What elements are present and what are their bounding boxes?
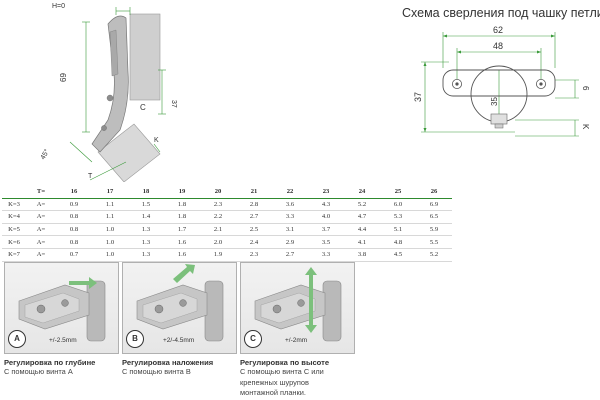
adjustment-photo-overlay: B +2/-4.5mm [122,262,237,354]
badge-c: C [244,330,262,348]
label-k: K [154,137,159,144]
drill-scheme-title: Схема сверления под чашку петли [402,6,600,20]
column-header: 25 [380,186,416,199]
screw-icon [154,304,164,314]
column-header: 23 [308,186,344,199]
hinge-side-view-drawing: H=0 69 C 37 45° T K [39,3,177,182]
label-c: C [140,103,146,112]
dim-height: 37 [413,92,423,102]
label-t: T [88,173,93,180]
column-header: 17 [92,186,128,199]
caption-height: Регулировка по высоте С помощью винта C … [240,358,329,399]
label-angle: 45° [39,148,51,161]
label-depth: 37 [170,100,177,108]
side-panel [129,13,161,101]
column-header: 20 [200,186,236,199]
range-label: +/-2.5mm [49,337,77,344]
dim-inner: 48 [493,41,503,51]
screw-icon [106,94,114,102]
adjust-arrow-icon [69,277,97,289]
door-panel [97,123,161,182]
caption-overlay: Регулировка наложения С помощью винта B [122,358,213,378]
screw-icon [272,304,282,314]
dim-total: 62 [493,25,503,35]
adjustment-photo-height: C +/-2mm [240,262,355,354]
adjustment-photo-depth: A +/-2.5mm [4,262,119,354]
screw-icon [101,125,107,131]
adjust-arrow-icon [305,267,317,333]
caption-title: Регулировка по глубине [4,358,96,367]
mounting-plate [442,69,556,97]
caption-line: С помощью винта C или [240,367,324,376]
screw-icon [36,304,46,314]
label-h: H=0 [52,3,65,10]
column-header: 22 [272,186,308,199]
label-height: 69 [59,73,68,82]
caption-title: Регулировка по высоте [240,358,330,367]
column-header: 21 [236,186,272,199]
screw-icon [179,299,187,307]
caption-depth: Регулировка по глубине С помощью винта A [4,358,95,378]
column-header: 24 [344,186,380,199]
range-label: +/-2mm [285,337,308,344]
caption-line: монтажной планки. [240,388,306,397]
column-header: 19 [164,186,200,199]
column-header: 16 [56,186,92,199]
screw-icon [61,299,69,307]
caption-line: С помощью винта A [4,367,73,376]
hinge-arm [91,15,129,153]
dim-center: 35 [490,97,499,106]
range-label: +2/-4.5mm [163,337,195,344]
dim-k: K [581,124,590,130]
column-header: 18 [128,186,164,199]
screw-icon [297,299,305,307]
header-label: T= [26,186,56,199]
column-header: 26 [416,186,452,199]
caption-title: Регулировка наложения [122,358,214,367]
dim-side: 6 [581,86,590,91]
adjust-arrow-icon [173,264,195,283]
drilling-scheme-drawing: 62 48 37 35 6 K [413,25,590,137]
caption-line: С помощью винта B [122,367,191,376]
table-header-row: T= 16 17 18 19 20 21 22 23 24 25 26 [2,186,452,199]
badge-b: B [126,330,144,348]
badge-a: A [8,330,26,348]
caption-line: крепежных шурупов [240,377,309,387]
